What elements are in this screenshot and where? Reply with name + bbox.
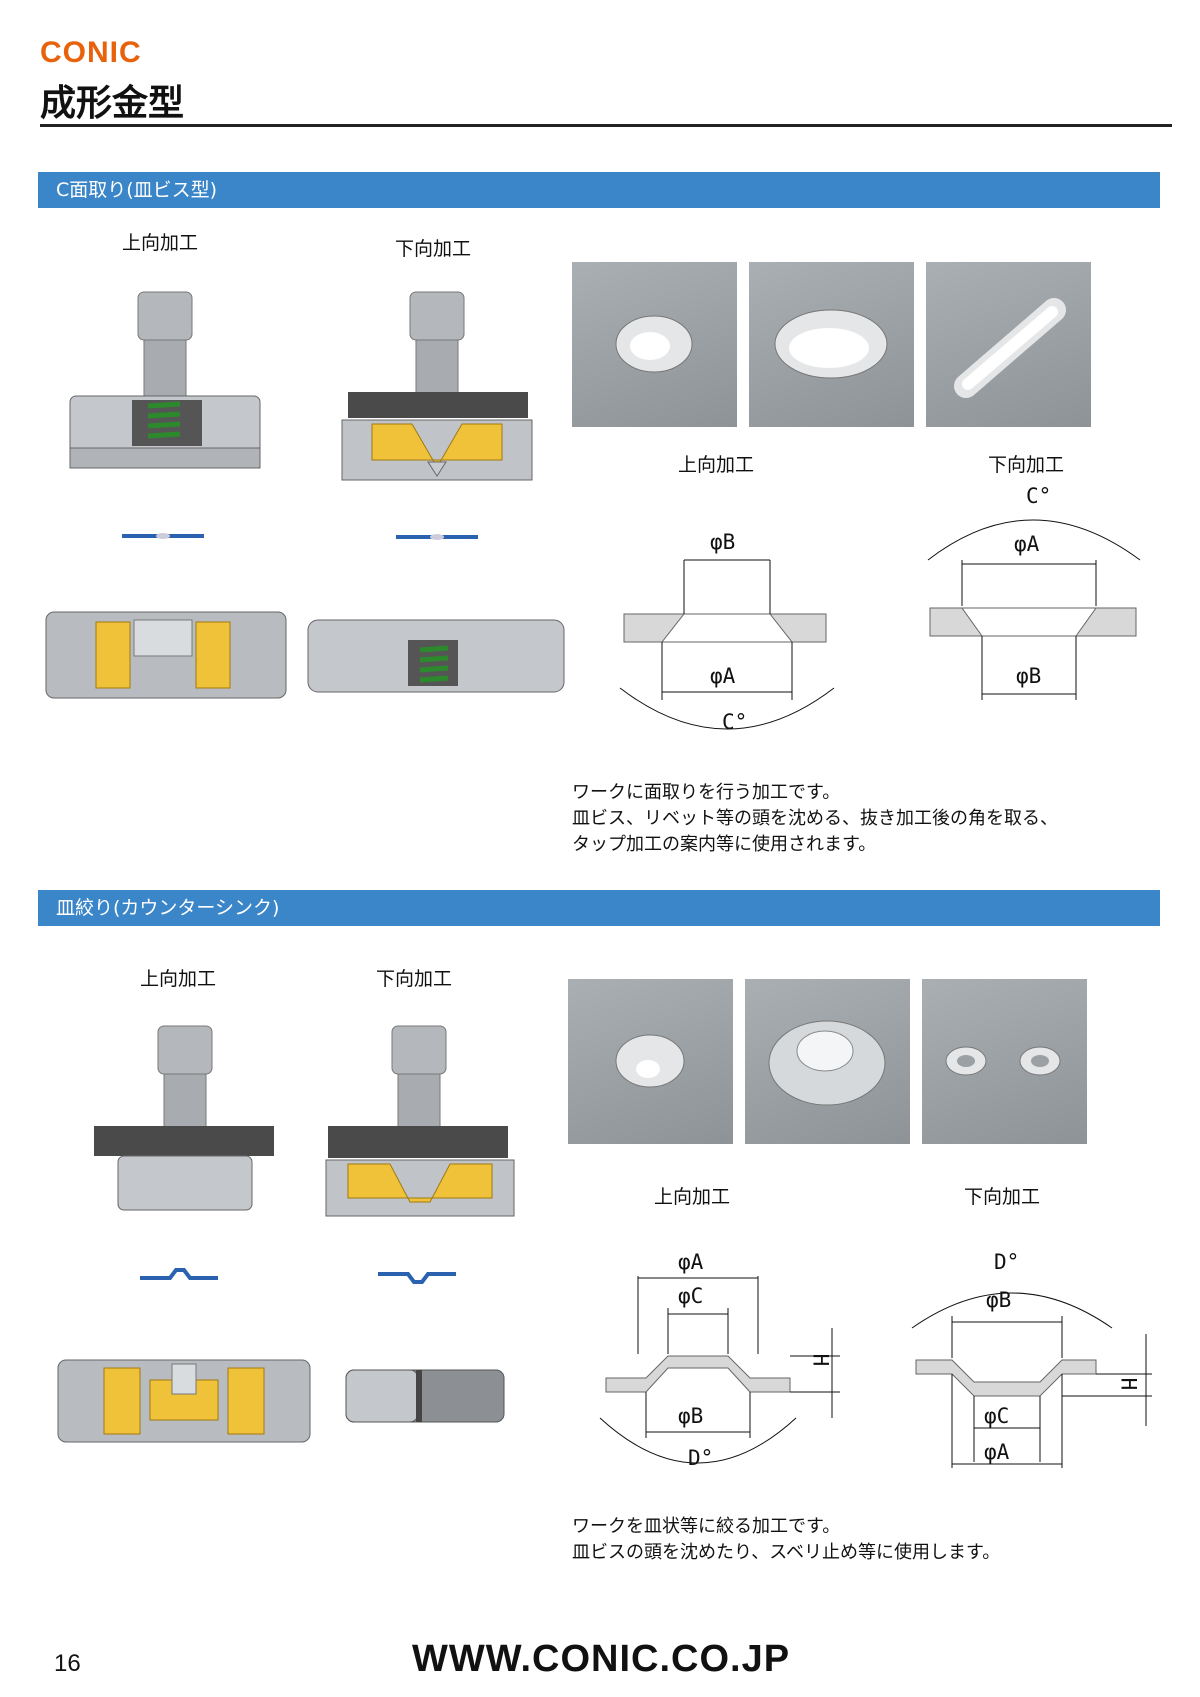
title-divider: [40, 124, 1172, 127]
tool-illustration-downward-2: [325, 1025, 515, 1217]
workpiece-profile-upward-2: [140, 1268, 218, 1280]
label-die-downward: 下向加工: [395, 238, 472, 260]
dimension-diagram-countersink-downward: [911, 1292, 1152, 1468]
photo-countersink-large: [745, 979, 910, 1144]
label-diagram-upward-1: 上向加工: [678, 454, 755, 476]
tool-illustration-upward-1: [69, 291, 261, 469]
label-die-upward: 上向加工: [122, 232, 199, 254]
description-countersink: ワークを皿状等に絞る加工です。 皿ビスの頭を沈めたり、スベリ止め等に使用します。: [572, 1514, 1000, 1566]
dim-label-b-up1: φB: [710, 530, 736, 554]
dim-label-b-up2: φB: [678, 1404, 704, 1428]
dim-label-c-down1: C°: [1026, 484, 1052, 508]
dim-label-a-up1: φA: [710, 664, 736, 688]
dim-label-d-down2: D°: [994, 1250, 1020, 1274]
description-line: ワークに面取りを行う加工です。: [572, 782, 841, 803]
description-chamfer: ワークに面取りを行う加工です。 皿ビス、リベット等の頭を沈める、抜き加工後の角を…: [572, 780, 1058, 858]
section-bar-countersink: 皿絞り(カウンターシンク): [38, 890, 1160, 926]
description-line: ワークを皿状等に絞る加工です。: [572, 1516, 841, 1537]
dimension-diagram-countersink-upward: [599, 1276, 840, 1464]
dim-label-c-up2: φC: [678, 1284, 704, 1308]
workpiece-profile-downward-2: [378, 1272, 456, 1284]
tool-illustration-downward-1: [341, 291, 533, 481]
label-die-upward-2: 上向加工: [140, 968, 217, 990]
section-bar-chamfer: C面取り(皿ビス型): [38, 172, 1160, 208]
label-diagram-downward-1: 下向加工: [988, 454, 1065, 476]
tool-illustration-upward-2: [94, 1025, 274, 1211]
die-illustration-downward-1: [307, 619, 565, 693]
label-die-downward-2: 下向加工: [376, 968, 453, 990]
dim-label-b-down2: φB: [986, 1288, 1012, 1312]
dim-label-c-up1: C°: [722, 710, 748, 734]
photo-countersink-pair: [922, 979, 1087, 1144]
description-line: タップ加工の案内等に使用されます。: [572, 834, 877, 855]
workpiece-profile-downward-1: [396, 534, 478, 540]
die-illustration-upward-2: [57, 1359, 311, 1443]
die-illustration-upward-1: [45, 611, 287, 699]
website-url[interactable]: WWW.CONIC.CO.JP: [412, 1638, 791, 1680]
description-line: 皿ビスの頭を沈めたり、スベリ止め等に使用します。: [572, 1542, 1001, 1563]
dim-label-a-down1: φA: [1014, 532, 1040, 556]
dim-label-d-up2: D°: [688, 1446, 714, 1470]
dim-label-a-up2: φA: [678, 1250, 704, 1274]
page-title: 成形金型: [40, 83, 185, 124]
photo-chamfer-round: [572, 262, 737, 427]
workpiece-profile-upward-1: [122, 533, 204, 539]
photo-countersink-small: [568, 979, 733, 1144]
label-diagram-downward-2: 下向加工: [964, 1186, 1041, 1208]
dim-label-c-down2: φC: [984, 1404, 1010, 1428]
photo-chamfer-slot: [926, 262, 1091, 427]
dim-label-h-down2: H: [1116, 1377, 1141, 1391]
description-line: 皿ビス、リベット等の頭を沈める、抜き加工後の角を取る、: [572, 808, 1058, 829]
dimension-diagram-chamfer-downward: [927, 519, 1141, 700]
photo-chamfer-oblong: [749, 262, 914, 427]
label-diagram-upward-2: 上向加工: [654, 1186, 731, 1208]
dim-label-h-up2: H: [808, 1353, 833, 1367]
dim-label-b-down1: φB: [1016, 664, 1042, 688]
dimension-diagram-chamfer-upward: [619, 559, 835, 730]
brand-logo: CONIC: [40, 36, 142, 69]
die-illustration-downward-2: [345, 1369, 505, 1423]
page-number: 16: [54, 1650, 81, 1677]
dim-label-a-down2: φA: [984, 1440, 1010, 1464]
